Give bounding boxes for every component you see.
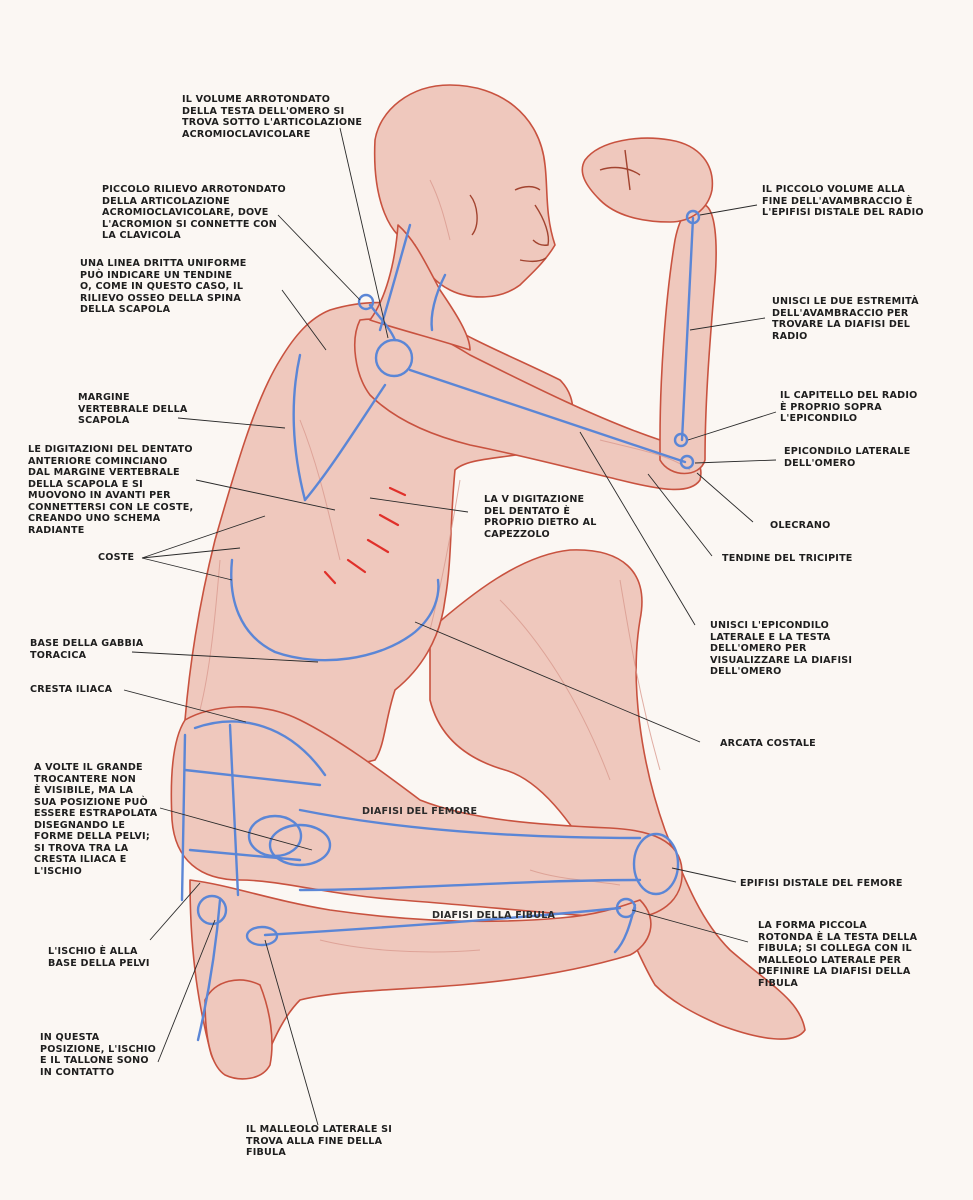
trochanter-marker-2 <box>268 823 332 867</box>
label-femur-shaft: Diafisi del femore <box>362 806 478 817</box>
label-triceps-tendon: Tendine del tricipite <box>722 553 853 564</box>
label-lateral-malleolus: Il malleolo laterale si trova alla fine … <box>246 1124 392 1158</box>
pelvis-arc <box>193 720 327 777</box>
label-olecranon: Olecrano <box>770 520 831 531</box>
label-radius-distal: Il piccolo volume alla fine dell'avambra… <box>762 184 924 218</box>
label-v-digitation: La V digitazione del dentato è proprio d… <box>484 494 597 540</box>
label-serratus: Le digitazioni del dentato anteriore com… <box>28 444 194 536</box>
label-coste: Coste <box>98 552 135 563</box>
label-ischium-heel: In questa posizione, l'ischio e il tallo… <box>40 1032 157 1078</box>
label-ischium: L'ischio è alla base della pelvi <box>48 946 150 969</box>
label-femur-distal: Epifisi distale del femore <box>740 878 903 889</box>
upper-arm-shape <box>354 318 702 491</box>
neck-shape <box>369 224 471 351</box>
fibula-shaft <box>263 906 622 937</box>
construction-lines <box>180 216 695 1042</box>
label-costal-arch: Arcata costale <box>720 738 816 749</box>
label-radius-head: Il capitello del radio è proprio sopra l… <box>780 390 918 424</box>
femur-shaft <box>298 808 642 840</box>
humerus-shaft <box>408 368 687 464</box>
figure-body <box>170 84 806 1080</box>
label-fibula-shaft: Diafisi della fibula <box>432 910 556 921</box>
rib-cage-outline <box>230 558 440 662</box>
label-humerus-head: Il volume arrotondato della testa dell'o… <box>182 94 363 140</box>
joint-markers <box>196 209 701 947</box>
label-humerus-shaft: Unisci l'epicondilo laterale e la testa … <box>710 620 853 677</box>
label-iliac-crest: Cresta iliaca <box>30 684 113 695</box>
serratus-marks <box>323 486 407 585</box>
label-acromion: Piccolo rilievo arrotondato della artico… <box>102 184 286 241</box>
label-fibula-head: La forma piccola rotonda è la testa dell… <box>758 920 918 989</box>
humerus-head-marker <box>374 338 414 378</box>
label-radius-shaft: Unisci le due estremità dell'avambraccio… <box>772 296 919 342</box>
label-rib-cage-base: Base della gabbia toracica <box>30 638 144 661</box>
label-vertebral-margin: Margine vertebrale della scapola <box>78 392 188 426</box>
label-scapula-spine: Una linea dritta uniforme può indicare u… <box>80 258 247 315</box>
label-lateral-epicondyle: Epicondilo laterale dell'omero <box>784 446 911 469</box>
radius-distal-marker <box>685 209 701 225</box>
scapula-margin <box>292 353 307 502</box>
ischium-marker <box>196 894 228 926</box>
fist-shape <box>581 137 714 223</box>
femur-condyle-marker <box>632 832 680 896</box>
foot-shape <box>204 979 273 1080</box>
radius-shaft <box>680 216 695 442</box>
malleolus-marker <box>245 925 279 947</box>
radius-head-marker <box>673 432 689 448</box>
label-trochanter: A volte il grande trocantere non è visib… <box>34 762 158 877</box>
back-leg-shape <box>429 549 806 1040</box>
acromion-marker <box>357 293 375 311</box>
leader-lines <box>123 127 777 1126</box>
epicondyle-marker <box>679 454 695 470</box>
face-features <box>469 149 641 263</box>
fibula-head-marker <box>615 897 637 919</box>
